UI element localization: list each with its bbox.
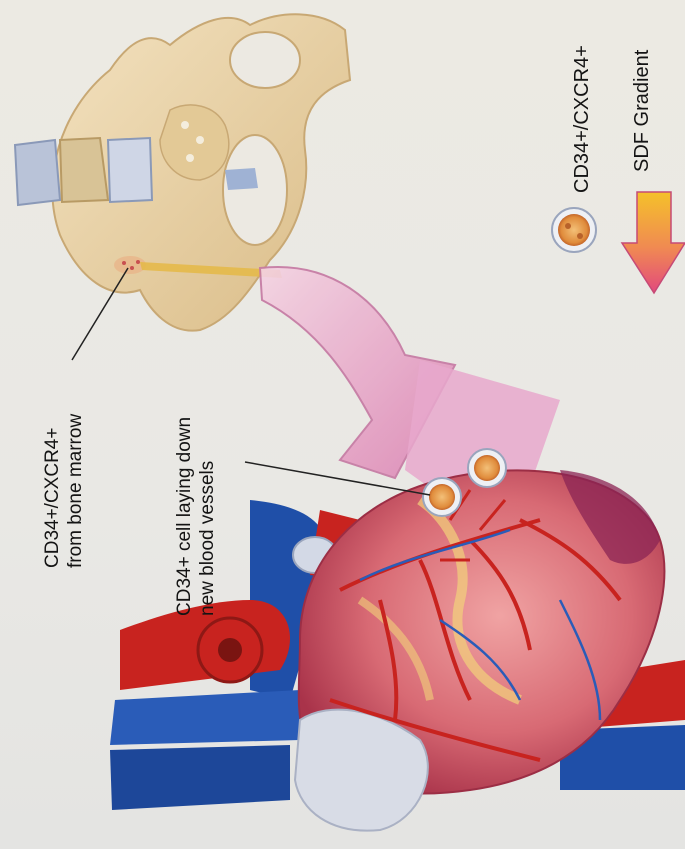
stem-cell-icon <box>552 208 596 252</box>
legend-cell-label: CD34+/CXCR4+ <box>570 45 594 193</box>
label-cd34-cell-vessels: CD34+ cell laying down new blood vessels <box>174 417 220 616</box>
label-bone-marrow-source: CD34+/CXCR4+ from bone marrow <box>42 414 88 568</box>
gradient-arrow-icon <box>622 192 685 293</box>
legend-gradient-label: SDF Gradient <box>630 50 654 172</box>
leader-line-cell <box>245 462 430 495</box>
